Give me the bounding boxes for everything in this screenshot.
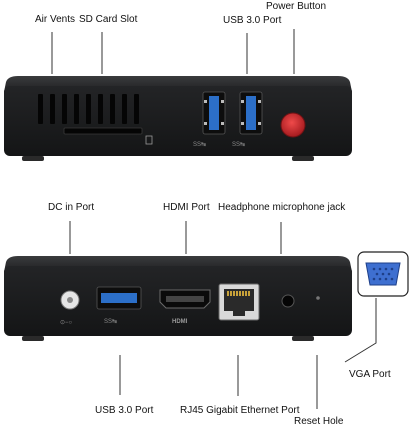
headphone-jack — [281, 294, 295, 308]
ss-usb-mark-1: SS↹ — [193, 141, 206, 148]
back-usb-port — [96, 286, 142, 310]
label-headphone-jack: Headphone microphone jack — [218, 202, 346, 213]
dc-in-port — [60, 290, 80, 310]
label-sd-card-slot: SD Card Slot — [79, 14, 138, 25]
label-usb30-port-bottom: USB 3.0 Port — [95, 405, 154, 416]
label-usb30-port-top: USB 3.0 Port — [223, 15, 282, 26]
front-foot-right — [292, 156, 314, 161]
hdmi-logo: HDMI — [172, 319, 188, 325]
label-air-vents: Air Vents — [35, 14, 76, 25]
back-view-device: ⊙−○ SS↹ HDMI — [4, 256, 352, 341]
label-vga-port: VGA Port — [349, 369, 391, 380]
rj45-port — [218, 283, 260, 321]
label-reset-hole: Reset Hole — [294, 416, 344, 427]
dc-symbol: ⊙−○ — [60, 320, 73, 326]
front-view-device: SS↹ SS↹ — [4, 76, 352, 161]
leader-lines — [51, 29, 377, 409]
air-vents — [38, 94, 139, 124]
vga-inset — [357, 251, 409, 297]
front-foot-left — [22, 156, 44, 161]
reset-hole — [316, 296, 320, 300]
front-usb-port-1 — [202, 91, 226, 135]
sd-card-icon — [145, 135, 153, 145]
front-usb-port-2 — [239, 91, 263, 135]
ss-usb-mark-3: SS↹ — [104, 318, 117, 325]
label-hdmi-port: HDMI Port — [163, 202, 210, 213]
label-power-button: Power Button — [266, 1, 327, 12]
sd-card-slot — [63, 127, 143, 135]
label-dc-in-port: DC in Port — [48, 202, 95, 213]
hdmi-port — [159, 289, 211, 309]
label-rj45-port: RJ45 Gigabit Ethernet Port — [180, 405, 300, 416]
power-button — [280, 112, 306, 138]
ss-usb-mark-2: SS↹ — [232, 141, 245, 148]
